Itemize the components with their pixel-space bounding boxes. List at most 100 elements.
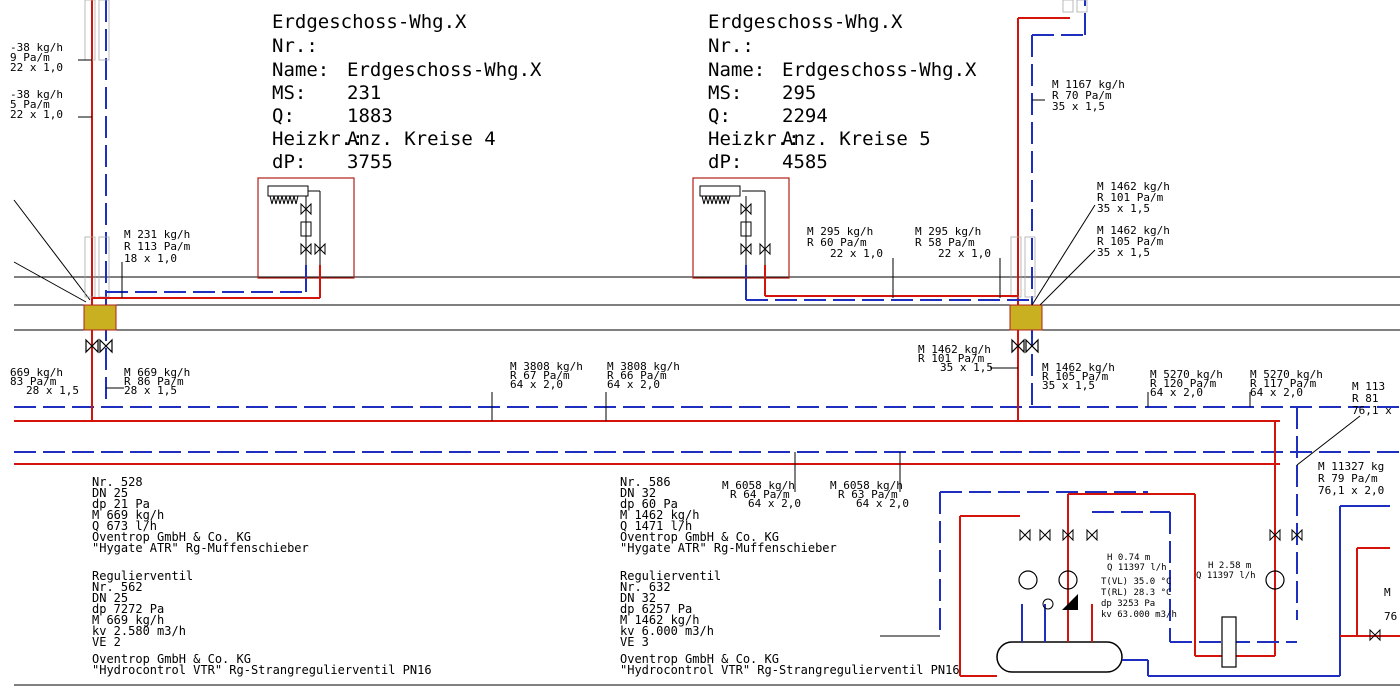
pipe-label: R 67 Pa/m [510, 369, 570, 382]
q-value: 2294 [782, 105, 828, 127]
riser-valves [85, 338, 1251, 492]
spec-line: M 669 kg/h [92, 613, 164, 627]
pump-spec: T(VL) 35.0 °C [1101, 577, 1171, 587]
pipe-label: M 11327 kg [1318, 460, 1384, 473]
pipe-label: 64 x 2,0 [607, 378, 660, 391]
pipe-label: -38 kg/h [10, 41, 63, 54]
dp-label: dP: [272, 151, 306, 173]
spec-line: Oventrop GmbH & Co. KG [92, 652, 251, 666]
name-value: Erdgeschoss-Whg.X [347, 59, 542, 81]
q-label: Q: [708, 105, 731, 127]
pump-spec: T(RL) 28.3 °C [1101, 588, 1171, 598]
pipe-label: 22 x 1,0 [830, 247, 883, 260]
pipe-label: 83 Pa/m [10, 375, 57, 388]
spec-line: VE 3 [620, 635, 649, 649]
pipe-label: 28 x 1,5 [124, 384, 177, 397]
pipe-label: 22 x 1,0 [10, 108, 63, 121]
spec-line: DN 25 [92, 591, 128, 605]
dp-label: dP: [708, 151, 742, 173]
pump-spec: H 2.58 m [1208, 561, 1251, 571]
spec-line: DN 32 [620, 486, 656, 500]
apartment-title: Erdgeschoss-Whg.X [708, 11, 903, 33]
spec-line: M 1462 kg/h [620, 508, 699, 522]
pipe-label: M 6058 kg/h [830, 479, 903, 492]
pipe-label: 35 x 1,5 [1052, 100, 1105, 113]
spec-line: Oventrop GmbH & Co. KG [620, 652, 779, 666]
pipe-label: 35 x 1,5 [1042, 379, 1095, 392]
name-label: Name: [708, 59, 765, 81]
pipe-label: M 1462 kg/h [1097, 224, 1170, 237]
spec-line: kv 6.000 m3/h [620, 624, 714, 638]
pipe-label: R 120 Pa/m [1150, 377, 1217, 390]
pipe-label: M 3808 kg/h [510, 360, 583, 373]
pipe-label: R 113 Pa/m [124, 240, 191, 253]
name-label: Name: [272, 59, 329, 81]
pump-main-data: H 0.74 m Q 11397 l/h T(VL) 35.0 °C T(RL)… [1101, 553, 1177, 620]
pipe-label: R 70 Pa/m [1052, 89, 1112, 102]
pipe-label: M 5270 kg/h [1250, 368, 1323, 381]
pipe-label: 22 x 1,0 [10, 61, 63, 74]
pipe-label: M 3808 kg/h [607, 360, 680, 373]
spec-line: DN 25 [92, 486, 128, 500]
heizkr-label: Heizkr.: [708, 128, 800, 150]
pump-spec: Q 11397 l/h [1107, 563, 1167, 573]
apartment-station-2 [692, 177, 790, 279]
buffer-tank [996, 641, 1123, 673]
spec-line: Nr. 528 [92, 475, 143, 489]
pipe-label: M 669 kg/h [124, 366, 190, 379]
pipe-label: M [1384, 586, 1391, 599]
pipe-label: 28 x 1,5 [26, 384, 79, 397]
apartment-block-2: Erdgeschoss-Whg.X Nr.: Name: Erdgeschoss… [708, 11, 977, 173]
pipe-label: 18 x 1,0 [124, 252, 177, 265]
heizkr-value: Anz. Kreise 4 [347, 128, 496, 150]
spec-line: dp 60 Pa [620, 497, 678, 511]
pump-right-data: H 2.58 m Q 11397 l/h [1196, 561, 1256, 581]
pipe-label: M 5270 kg/h [1150, 368, 1223, 381]
pipe-label: R 105 Pa/m [1097, 235, 1164, 248]
main-pipes [14, 406, 1400, 465]
dp-value: 4585 [782, 151, 828, 173]
pipe-label: 669 kg/h [10, 366, 63, 379]
spec-line: Q 1471 l/h [620, 519, 692, 533]
floor-lines [13, 199, 1400, 686]
spec-line: DN 32 [620, 591, 656, 605]
pipe-label: R 105 Pa/m [1042, 370, 1109, 383]
heizkr-value: Anz. Kreise 5 [782, 128, 931, 150]
pump-spec: H 0.74 m [1107, 553, 1150, 563]
pipe-label: 76,1 x [1352, 404, 1392, 417]
pipe-label: -38 kg/h [10, 88, 63, 101]
pipe-label: M 1167 kg/h [1052, 78, 1125, 91]
heizkr-label: Heizkr.: [272, 128, 364, 150]
spec-line: Regulierventil [92, 569, 193, 583]
spec-line: dp 7272 Pa [92, 602, 164, 616]
pipe-label: 35 x 1,5 [940, 361, 993, 374]
riser-left [78, 0, 321, 421]
pipe-label: 35 x 1,5 [1097, 246, 1150, 259]
pipe-label: R 63 Pa/m [838, 488, 898, 501]
pipe-label: 5 Pa/m [10, 98, 50, 111]
spec-line: Nr. 632 [620, 580, 671, 594]
pipe-label: R 66 Pa/m [607, 369, 667, 382]
spec-line: "Hygate ATR" Rg-Muffenschieber [620, 541, 837, 555]
pump-spec: kv 63.000 m3/h [1101, 610, 1177, 620]
pipe-label: 22 x 1,0 [938, 247, 991, 260]
fitting-left [83, 304, 117, 331]
pipe-label: M 231 kg/h [124, 228, 190, 241]
pipe-label: 64 x 2,0 [510, 378, 563, 391]
spec-line: Nr. 586 [620, 475, 671, 489]
ms-value: 295 [782, 82, 816, 104]
spec-line: "Hydrocontrol VTR" Rg-Strangreguliervent… [92, 663, 432, 677]
pipe-label: 9 Pa/m [10, 51, 50, 64]
pipe-label: M 295 kg/h [915, 225, 981, 238]
pipe-labels: -38 kg/h 9 Pa/m 22 x 1,0 -38 kg/h 5 Pa/m… [10, 41, 1170, 265]
riser-right [745, 0, 1096, 421]
pipe-label: 64 x 2,0 [856, 497, 909, 510]
pipe-label: R 81 [1352, 392, 1379, 405]
valve-spec-block-1: Nr. 528 DN 25 dp 21 Pa M 669 kg/h Q 673 … [92, 475, 432, 677]
pipe-label: R 64 Pa/m [730, 488, 790, 501]
pipe-label: R 117 Pa/m [1250, 377, 1317, 390]
spec-line: "Hydrocontrol VTR" Rg-Strangreguliervent… [620, 663, 960, 677]
nr-label: Nr.: [272, 35, 318, 57]
ms-label: MS: [272, 82, 306, 104]
